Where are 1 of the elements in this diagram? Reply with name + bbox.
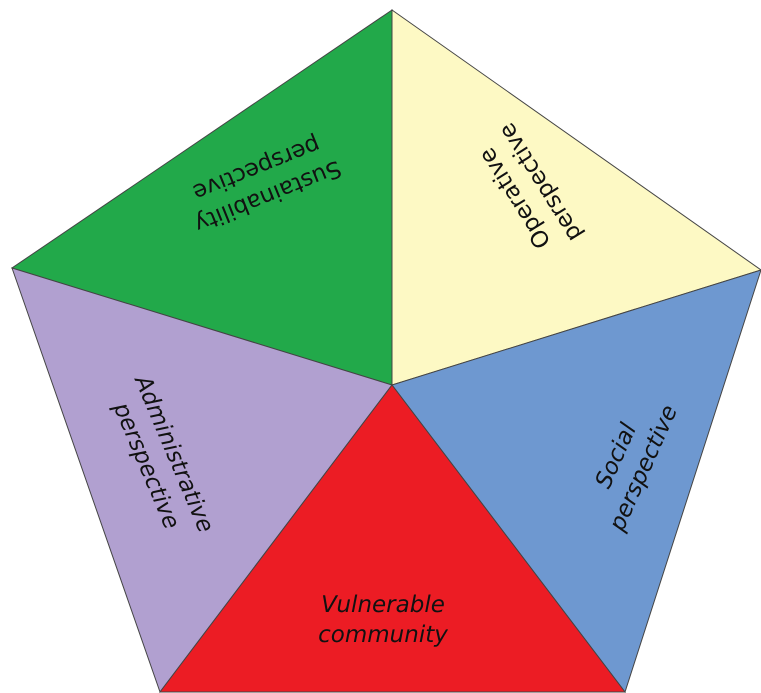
segment-label: Vulnerable community	[317, 591, 449, 650]
